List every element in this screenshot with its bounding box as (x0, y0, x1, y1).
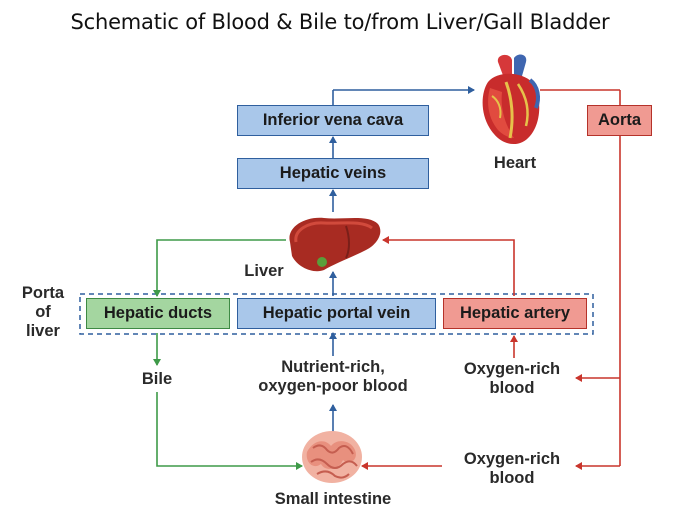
porta-region-outline (79, 293, 594, 335)
diagram-title: Schematic of Blood & Bile to/from Liver/… (70, 10, 610, 34)
hepatic-veins-box: Hepatic veins (237, 158, 429, 189)
inferior-vena-cava-box: Inferior vena cava (237, 105, 429, 136)
nutrient-label-line-1: Nutrient-rich, (281, 358, 385, 376)
porta-label-line-1: Porta (21, 284, 65, 302)
arrow-hepatic-artery-to-liver (382, 236, 515, 296)
small-intestine-icon (302, 431, 362, 483)
arrow-bile-to-intestine (156, 392, 303, 470)
oxygen-blood-lower-label: Oxygen-rich blood (446, 450, 578, 488)
oxygen-upper-line-2: blood (489, 379, 535, 397)
small-intestine-label: Small intestine (274, 490, 392, 508)
bile-label: Bile (141, 370, 173, 388)
oxygen-lower-line-2: blood (489, 469, 535, 487)
liver-icon (289, 217, 381, 272)
nutrient-label-line-2: oxygen-poor blood (258, 377, 408, 395)
porta-of-liver-label: Porta of liver (12, 284, 74, 341)
hepatic-ducts-box: Hepatic ducts (86, 298, 230, 329)
oxygen-blood-upper-label: Oxygen-rich blood (446, 360, 578, 398)
heart-label: Heart (493, 154, 537, 172)
aorta-box: Aorta (587, 105, 652, 136)
hepatic-artery-box: Hepatic artery (443, 298, 587, 329)
porta-label-line-3: liver (26, 322, 60, 340)
oxygen-upper-line-1: Oxygen-rich (463, 360, 561, 378)
oxygen-lower-line-1: Oxygen-rich (463, 450, 561, 468)
hepatic-portal-vein-box: Hepatic portal vein (237, 298, 436, 329)
heart-icon (482, 54, 540, 145)
liver-label: Liver (244, 262, 284, 280)
nutrient-blood-label: Nutrient-rich, oxygen-poor blood (232, 358, 434, 396)
porta-label-line-2: of (35, 303, 51, 321)
arrow-liver-to-hepatic-ducts (153, 239, 286, 297)
